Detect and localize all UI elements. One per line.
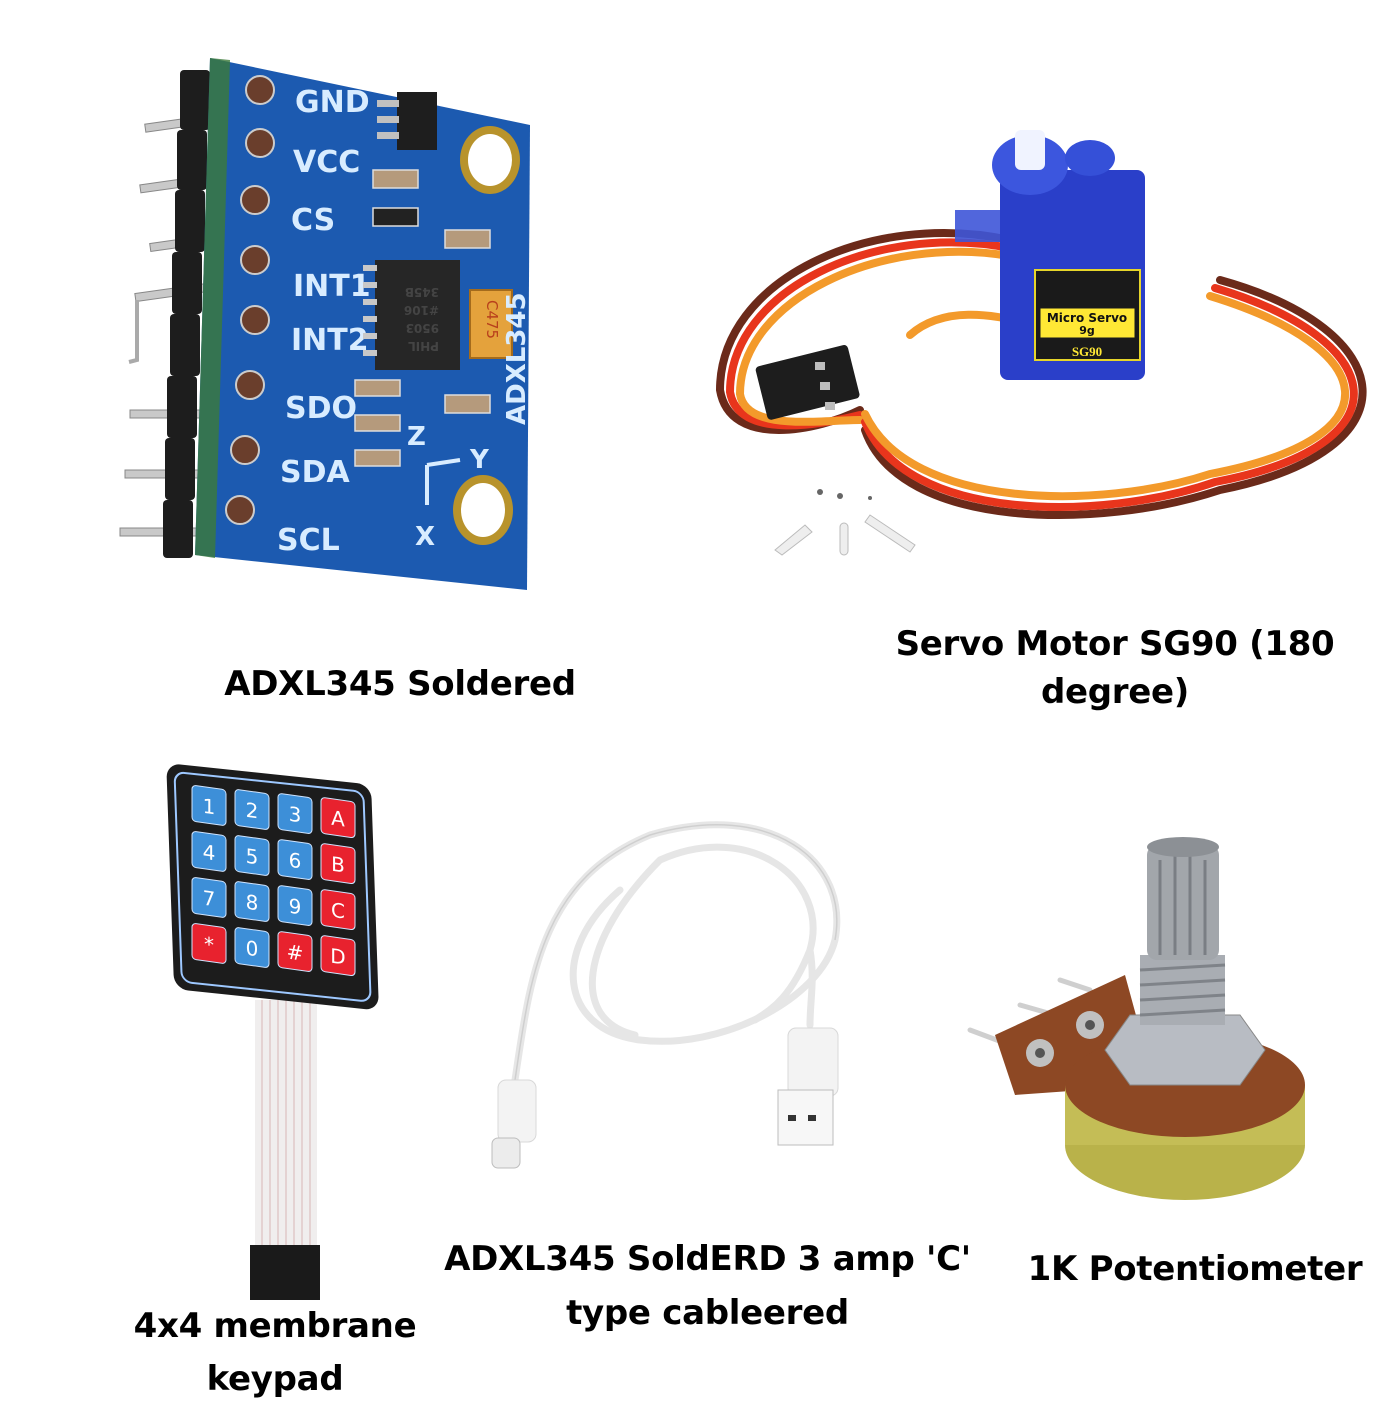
keypad-key-label: 4 xyxy=(203,840,216,866)
svg-text:Y: Y xyxy=(469,445,490,475)
keypad-key xyxy=(234,835,270,876)
pin-label-gnd: GND xyxy=(295,85,370,120)
servo-motor-image: Micro Servo 9g SG90 xyxy=(700,130,1400,570)
keypad-key xyxy=(277,793,313,834)
keypad-key-label: 5 xyxy=(246,844,259,870)
servo-label-line2: 9g xyxy=(1079,324,1095,337)
servo-model-label: SG90 xyxy=(1072,344,1102,359)
keypad-key-label: 6 xyxy=(289,848,302,874)
caption-usb-cable-line2: type cableered xyxy=(566,1293,849,1334)
pin-label-int1: INT1 xyxy=(293,269,371,304)
keypad-key-label: 1 xyxy=(203,794,216,820)
pin-label-int2: INT2 xyxy=(291,323,369,358)
keypad-key xyxy=(320,797,356,838)
svg-text:#106: #106 xyxy=(404,303,439,317)
caption-usb-cable-line1: ADXL345 SoldERD 3 amp 'C' xyxy=(444,1239,971,1279)
potentiometer-image xyxy=(955,835,1385,1215)
svg-text:9503: 9503 xyxy=(406,321,439,335)
usb-c-cable-image xyxy=(470,800,870,1180)
caption-servo: Servo Motor SG90 (180 degree) xyxy=(860,620,1370,717)
keypad-key xyxy=(320,935,356,976)
keypad-image: 1 2 3 A 4 5 6 B 7 8 9 C * 0 # D xyxy=(160,755,390,1315)
caption-keypad-line2: keypad xyxy=(206,1358,344,1399)
pin-label-vcc: VCC xyxy=(293,145,360,180)
keypad-key xyxy=(191,923,227,964)
keypad-key xyxy=(234,927,270,968)
keypad-key xyxy=(320,843,356,884)
board-silk-label: ADXL345 xyxy=(502,292,532,425)
keypad-key-label: D xyxy=(330,944,345,970)
keypad-key xyxy=(191,877,227,918)
keypad-key-label: B xyxy=(331,852,345,878)
keypad-key xyxy=(234,881,270,922)
caption-servo-line2: degree) xyxy=(1040,672,1190,713)
svg-text:X: X xyxy=(415,522,435,552)
keypad-key xyxy=(277,839,313,880)
pin-label-sdo: SDO xyxy=(285,391,357,426)
keypad-key-label: C xyxy=(331,898,345,924)
keypad-key xyxy=(191,831,227,872)
caption-keypad-line1: 4x4 membrane xyxy=(133,1306,417,1346)
keypad-key-label: 0 xyxy=(246,936,259,962)
keypad-key-label: 3 xyxy=(289,802,302,828)
capacitor-label: C475 xyxy=(483,300,501,339)
caption-usb-cable: ADXL345 SoldERD 3 amp 'C' type cableered xyxy=(420,1232,995,1341)
caption-servo-line1: Servo Motor SG90 (180 xyxy=(895,624,1335,664)
keypad-key-label: 9 xyxy=(289,894,302,920)
keypad-key xyxy=(234,789,270,830)
adxl345-image: GND VCC CS INT1 INT2 SDO SDA SCL xyxy=(115,50,545,600)
caption-adxl345: ADXL345 Soldered xyxy=(224,664,576,704)
caption-potentiometer: 1K Potentiometer xyxy=(1027,1249,1363,1289)
pin-label-cs: CS xyxy=(291,203,335,238)
keypad-key-label: 8 xyxy=(246,890,259,916)
svg-text:Z: Z xyxy=(407,422,426,452)
caption-keypad: 4x4 membrane keypad xyxy=(90,1300,460,1405)
pin-label-scl: SCL xyxy=(277,523,340,558)
keypad-key-label: * xyxy=(204,932,214,957)
keypad-key-label: A xyxy=(331,806,345,832)
servo-label-line1: Micro Servo xyxy=(1047,311,1127,325)
keypad-key xyxy=(277,931,313,972)
keypad-key xyxy=(320,889,356,930)
keypad-key xyxy=(191,785,227,826)
keypad-key-label: 2 xyxy=(246,798,259,824)
svg-text:PHIL: PHIL xyxy=(408,339,439,353)
pin-label-sda: SDA xyxy=(280,455,351,490)
keypad-key-label: 7 xyxy=(203,886,216,912)
keypad-key xyxy=(277,885,313,926)
keypad-key-label: # xyxy=(287,939,304,965)
svg-text:345B: 345B xyxy=(405,285,439,299)
